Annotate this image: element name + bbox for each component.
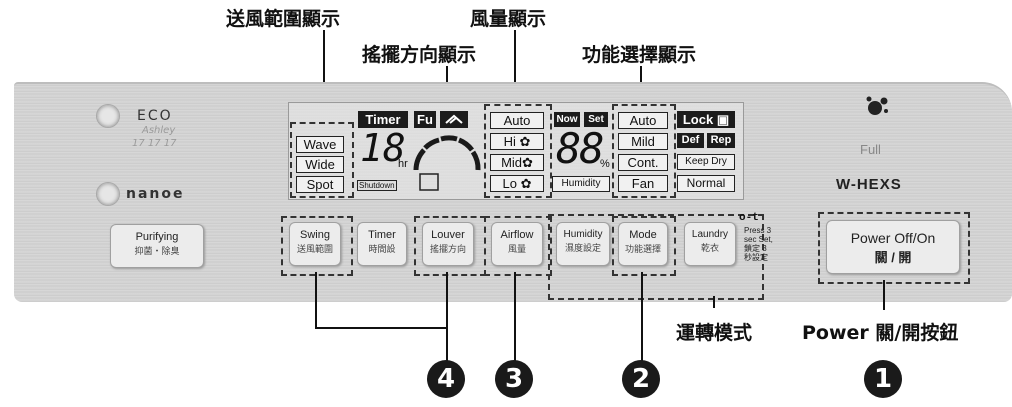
lcd-def: Def: [677, 133, 704, 148]
number-badge-1: 1: [864, 360, 902, 398]
airflow-range-display-group: [290, 122, 354, 198]
leader-line: [713, 296, 715, 308]
lcd-now-label: Now: [554, 112, 580, 127]
fan-icon: ✿: [522, 155, 533, 170]
leader-line: [323, 30, 325, 100]
lcd-louver-fan-icon: [412, 132, 484, 194]
leader-line: [514, 272, 516, 362]
eco-indicator-light: [96, 104, 120, 128]
fan-icon: ✿: [519, 134, 531, 149]
key-icon: o-t: [739, 212, 759, 224]
louver-button[interactable]: Louver 搖擺方向: [422, 222, 474, 266]
full-badge: Full: [860, 142, 881, 157]
fan-speed-display-callout: 風量顯示: [470, 8, 547, 30]
nanoe-label: nanoe: [126, 186, 185, 202]
lcd-keep-dry: Keep Dry: [677, 154, 735, 170]
power-button-group: [818, 212, 970, 284]
operation-mode-group: [548, 214, 764, 300]
function-select-display-callout: 功能選擇顯示: [582, 44, 697, 66]
fan-speed-display-group: [484, 104, 552, 198]
number-badge-4: 4: [427, 360, 465, 398]
lcd-mode-fan: Fan: [618, 175, 668, 192]
lcd-spot: Spot: [296, 176, 344, 193]
lcd-percent: %: [600, 158, 610, 170]
lcd-mode-mild: Mild: [618, 133, 668, 150]
eco-sub-label-2: 17 17 17: [132, 138, 177, 149]
mode-button-group: [612, 216, 676, 276]
lcd-speed-lo: Lo ✿: [490, 175, 544, 192]
lock-icon: ▣: [716, 112, 730, 127]
lcd-timer-label: Timer: [358, 111, 408, 128]
louver-direction-display-callout: 搖擺方向顯示: [362, 44, 477, 66]
humidity-button[interactable]: Humidity 濕度設定: [556, 222, 610, 266]
purifying-button[interactable]: Purifying 抑菌・除臭: [110, 224, 204, 268]
timer-button[interactable]: Timer 時間設: [357, 222, 407, 266]
swing-button-group: [281, 216, 353, 276]
laundry-button[interactable]: Laundry 乾衣: [684, 222, 736, 266]
lcd-speed-hi: Hi ✿: [490, 133, 544, 150]
swing-button[interactable]: Swing 送風範圍: [289, 222, 341, 266]
airflow-range-display-callout: 送風範圍顯示: [226, 8, 341, 30]
airflow-button[interactable]: Airflow 風量: [491, 222, 543, 266]
lcd-fu-label: Fu: [414, 111, 436, 128]
function-select-display-group: [612, 104, 676, 198]
number-badge-2: 2: [622, 360, 660, 398]
lcd-mode-cont: Cont.: [618, 154, 668, 171]
leader-line: [446, 327, 448, 361]
nanoe-indicator-light: [96, 182, 120, 206]
airflow-button-group: [484, 216, 552, 276]
lcd-lock: Lock ▣: [677, 111, 735, 128]
leader-line: [514, 30, 516, 102]
leader-line: [315, 327, 448, 329]
lcd-shutdown-label: Shutdown: [357, 180, 397, 191]
model-name: W-HEXS: [836, 176, 902, 193]
eco-label: ECO: [137, 108, 173, 124]
mode-button[interactable]: Mode 功能選擇: [618, 222, 668, 266]
lcd-timer-digits: 18: [360, 126, 406, 170]
leader-line: [446, 272, 448, 328]
power-button[interactable]: Power Off/On 關 / 開: [826, 220, 960, 274]
lock-note: Press 3 sec Set, 鎖定 3 秒設定: [744, 226, 773, 262]
leader-line: [883, 280, 885, 310]
lcd-rep: Rep: [707, 133, 735, 148]
leader-line: [641, 272, 643, 362]
lcd-speed-mid: Mid✿: [490, 154, 544, 171]
lcd-mode-auto: Auto: [618, 112, 668, 129]
lcd-humidity-digits: 88: [556, 124, 605, 173]
lcd-speed-auto: Auto: [490, 112, 544, 129]
brand-logo-icon: [862, 94, 892, 120]
eco-sub-label: Ashley: [142, 125, 176, 136]
number-badge-3: 3: [495, 360, 533, 398]
lcd-wide: Wide: [296, 156, 344, 173]
lcd-hr-label: hr: [398, 158, 408, 170]
lcd-humidity-label: Humidity: [552, 176, 610, 192]
lcd-set-label: Set: [584, 112, 608, 127]
fan-icon: ✿: [520, 176, 532, 191]
leader-line: [315, 272, 317, 328]
lcd-normal: Normal: [677, 175, 735, 192]
power-button-callout: Power 關/開按鈕: [802, 322, 959, 344]
lcd-wave: Wave: [296, 136, 344, 153]
operation-mode-callout: 運轉模式: [676, 322, 753, 344]
lcd-louver-icon: [440, 111, 468, 128]
